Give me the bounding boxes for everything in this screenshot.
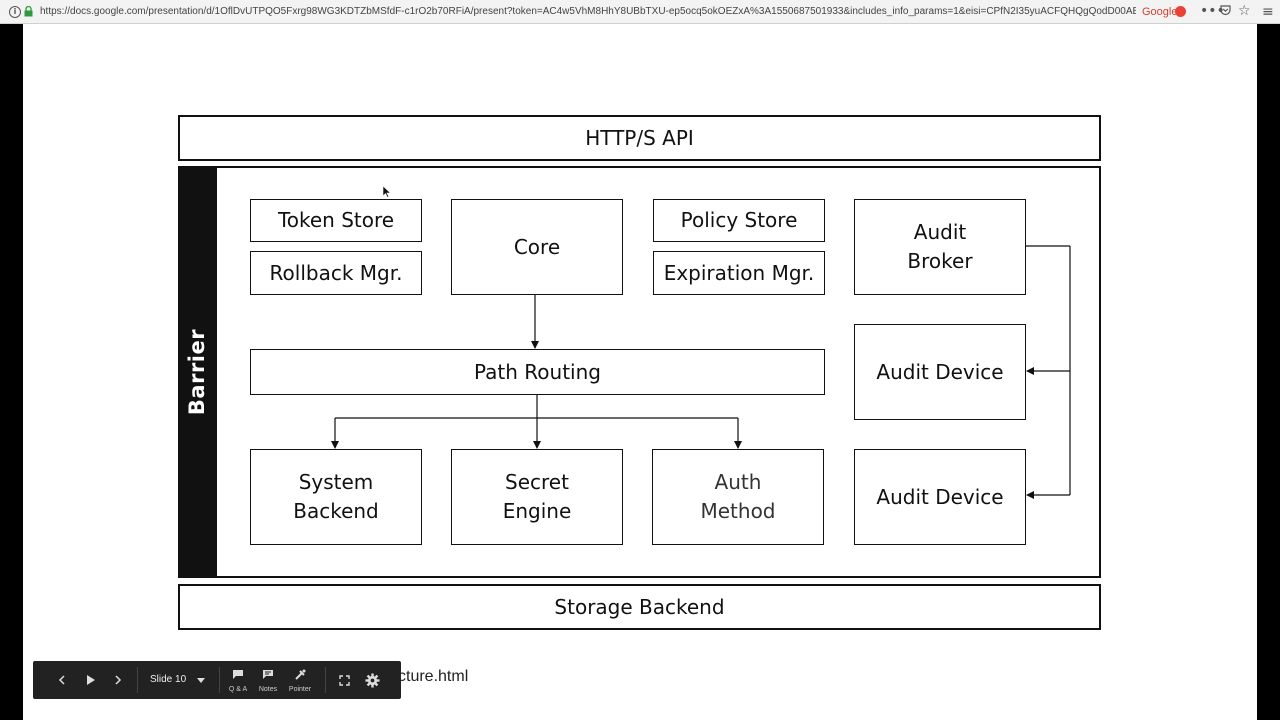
barrier-bar	[178, 166, 217, 578]
pocket-icon[interactable]	[1220, 5, 1231, 16]
mouse-cursor-icon	[383, 186, 391, 198]
toolbar-separator	[137, 667, 138, 693]
slide-dropdown-button[interactable]	[193, 661, 209, 699]
audit-broker-label: Audit Broker	[907, 220, 973, 273]
chevron-left-icon	[58, 675, 65, 685]
expiration-mgr-label: Expiration Mgr.	[663, 260, 815, 285]
hamburger-menu-icon[interactable]: ≡	[1262, 4, 1274, 20]
notes-icon	[263, 670, 273, 679]
account-dot-icon	[1175, 6, 1186, 17]
policy-store-box: Policy Store	[653, 199, 825, 242]
qa-button[interactable]	[222, 661, 254, 699]
settings-button[interactable]	[361, 661, 383, 699]
notes-label: Notes	[258, 686, 278, 693]
slide-number-selector[interactable]: Slide 10	[150, 674, 187, 685]
path-routing-label: Path Routing	[474, 359, 601, 384]
left-letterbox	[0, 24, 23, 720]
secret-engine-box: Secret Engine	[451, 449, 623, 545]
play-icon	[86, 675, 95, 685]
previous-slide-button[interactable]	[51, 661, 73, 699]
toolbar-separator	[219, 667, 220, 693]
core-label: Core	[513, 234, 561, 259]
audit-broker-box: Audit Broker	[854, 199, 1026, 295]
toolbar-separator	[325, 667, 326, 693]
fullscreen-icon	[338, 674, 350, 686]
chevron-right-icon	[115, 675, 122, 685]
url-field[interactable]: https://docs.google.com/presentation/d/1…	[40, 6, 1140, 17]
partial-filename-text: cture.html	[398, 668, 469, 685]
secret-engine-label: Secret Engine	[502, 470, 572, 523]
browser-address-bar: i https://docs.google.com/presentation/d…	[0, 0, 1280, 24]
account-badge[interactable]: Google	[1136, 4, 1178, 20]
audit-device-label-1: Audit Device	[876, 359, 1004, 384]
system-backend-label: System Backend	[293, 470, 379, 523]
next-slide-button[interactable]	[107, 661, 129, 699]
storage-backend-box: Storage Backend	[178, 584, 1101, 630]
qa-icon	[233, 670, 243, 679]
right-letterbox	[1257, 24, 1280, 720]
pointer-label: Pointer	[288, 686, 312, 693]
audit-device-box-2: Audit Device	[854, 449, 1026, 545]
rollback-mgr-label: Rollback Mgr.	[269, 260, 403, 285]
http-api-box: HTTP/S API	[178, 115, 1101, 161]
system-backend-box: System Backend	[250, 449, 422, 545]
core-box: Core	[451, 199, 623, 295]
caret-down-icon	[197, 677, 205, 683]
auth-method-box: Auth Method	[652, 449, 824, 545]
auth-method-label: Auth Method	[700, 470, 776, 523]
pointer-button[interactable]	[284, 661, 316, 699]
policy-store-label: Policy Store	[680, 208, 798, 232]
qa-label: Q & A	[228, 686, 248, 693]
presentation-slide[interactable]: HTTP/S API Barrier Token Store Rollback …	[23, 24, 1257, 720]
play-button[interactable]	[79, 661, 101, 699]
storage-backend-label: Storage Backend	[554, 594, 725, 619]
more-icon[interactable]: •••	[1200, 3, 1225, 19]
laser-pointer-icon	[295, 669, 306, 680]
path-routing-box: Path Routing	[250, 349, 825, 395]
notes-button[interactable]	[252, 661, 284, 699]
lock-icon	[24, 6, 33, 17]
token-store-label: Token Store	[277, 208, 395, 232]
info-icon[interactable]: i	[9, 6, 21, 18]
rollback-mgr-box: Rollback Mgr.	[250, 251, 422, 295]
barrier-label: Barrier	[185, 328, 210, 416]
gear-icon	[365, 673, 379, 687]
fullscreen-button[interactable]	[333, 661, 355, 699]
expiration-mgr-box: Expiration Mgr.	[653, 251, 825, 295]
http-api-label: HTTP/S API	[585, 125, 694, 150]
barrier-label-container: Barrier	[178, 166, 217, 578]
audit-device-label-2: Audit Device	[876, 484, 1004, 509]
bookmark-star-icon[interactable]: ☆	[1238, 3, 1251, 19]
token-store-box: Token Store	[250, 199, 422, 242]
presenter-toolbar: Slide 10 Q & A Notes Pointer	[33, 661, 401, 699]
audit-device-box-1: Audit Device	[854, 324, 1026, 420]
